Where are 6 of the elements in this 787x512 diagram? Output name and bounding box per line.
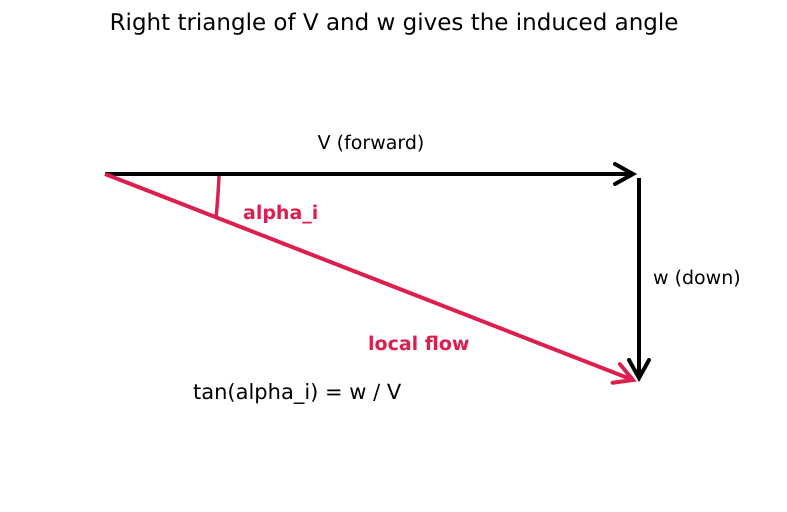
angle-label: alpha_i <box>243 202 318 224</box>
diagram-title: Right triangle of V and w gives the induced angle <box>110 10 678 36</box>
vector-label: V (forward) <box>318 132 424 154</box>
vector-label: w (down) <box>653 267 741 289</box>
vector-label: local flow <box>368 333 470 355</box>
formula-text: tan(alpha_i) = w / V <box>193 380 402 404</box>
